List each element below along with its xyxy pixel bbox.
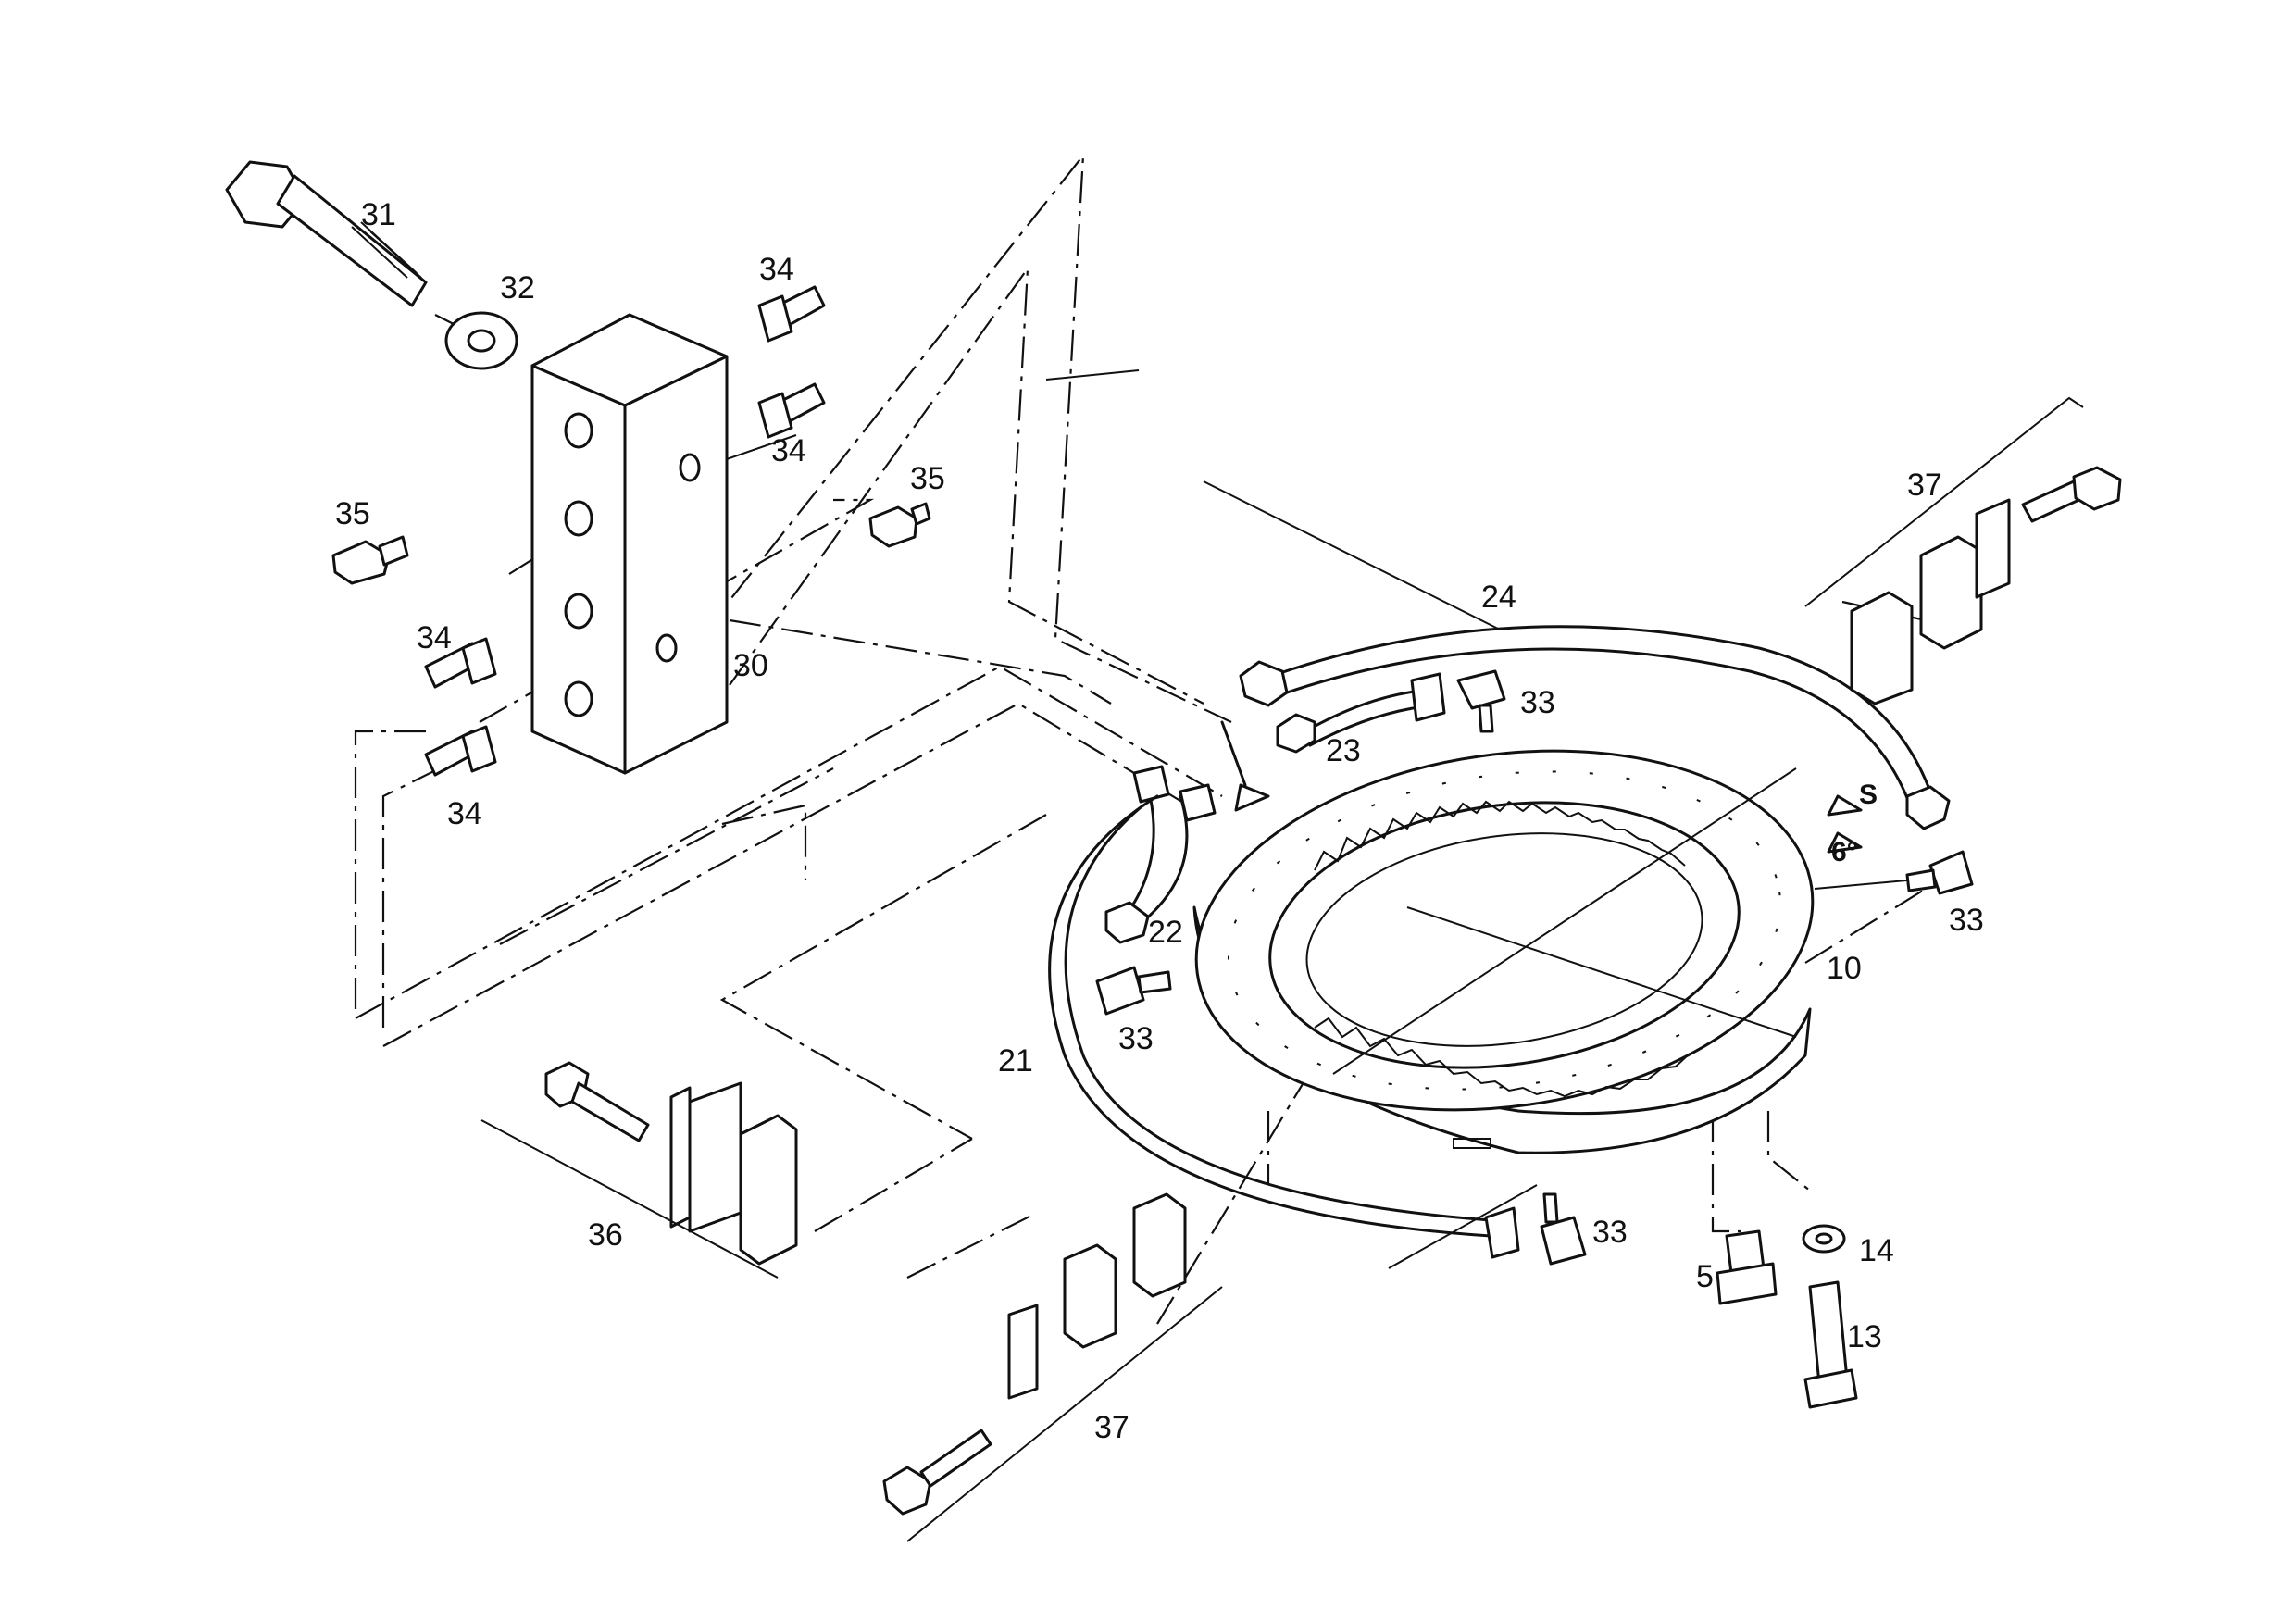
clamp-37-bottom: [882, 1192, 1223, 1542]
label-37: 37: [1907, 468, 1942, 503]
label-33: 33: [1949, 903, 1984, 938]
block-30: [530, 313, 729, 775]
label-34: 34: [417, 620, 452, 655]
hose-24: [1239, 625, 1951, 830]
label-5: 5: [1696, 1259, 1714, 1294]
label-33: 33: [1118, 1021, 1154, 1056]
label-33: 33: [1520, 685, 1555, 720]
fitting-34-left-a: [424, 637, 497, 689]
fitting-34-left-b: [424, 725, 497, 777]
clamp-37-top: [1804, 396, 2122, 705]
label-34: 34: [447, 796, 482, 831]
marker-angle: 6°: [1831, 837, 1858, 867]
label-37: 37: [1094, 1410, 1129, 1445]
label-36: 36: [588, 1217, 623, 1253]
label-10: 10: [1827, 951, 1862, 986]
label-35: 35: [335, 496, 370, 531]
label-33: 33: [1592, 1215, 1628, 1250]
label-31: 31: [361, 197, 396, 232]
label-32: 32: [500, 270, 535, 306]
fitting-34-mid: [757, 382, 826, 439]
clamp-36: [480, 1061, 798, 1279]
label-34: 34: [759, 252, 794, 287]
direction-arrows: [1220, 720, 1863, 854]
fitting-33-top: [1456, 669, 1506, 733]
washer-14: [1802, 1224, 1846, 1254]
washer-32: [444, 311, 518, 370]
label-13: 13: [1847, 1319, 1882, 1354]
label-21: 21: [998, 1043, 1033, 1079]
fitting-33-bottom: [1540, 1192, 1587, 1266]
fitting-33-left: [1095, 966, 1172, 1016]
part-labels: 31 32 34 34 35 35 34 30 34 37 24 33 23 2…: [335, 197, 1984, 1445]
hose-23: [1276, 672, 1446, 754]
bolt-31: [225, 160, 428, 307]
label-24: 24: [1481, 580, 1516, 615]
fitting-34-top: [757, 285, 826, 343]
label-22: 22: [1148, 915, 1183, 950]
hose-22: [1104, 765, 1217, 944]
hose-21: [1048, 794, 1520, 1259]
slewing-ring-10: [1192, 749, 1815, 1154]
marker-s: S: [1859, 780, 1878, 810]
label-23: 23: [1326, 733, 1361, 768]
bolt-13: [1803, 1280, 1858, 1409]
plug-35-left: [331, 535, 409, 585]
label-14: 14: [1859, 1233, 1894, 1268]
label-30: 30: [733, 648, 768, 683]
label-35: 35: [910, 461, 945, 496]
plug-35-right: [868, 502, 931, 548]
fitting-33-right: [1905, 850, 1974, 895]
label-34: 34: [771, 433, 806, 468]
bolt-5: [1716, 1229, 1778, 1305]
